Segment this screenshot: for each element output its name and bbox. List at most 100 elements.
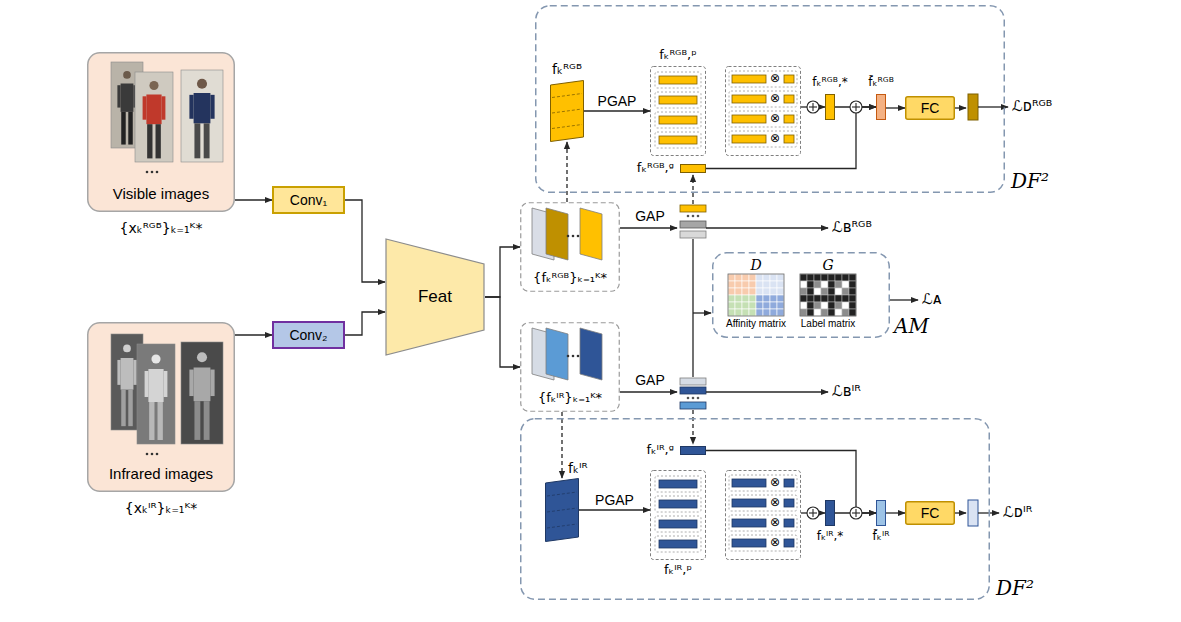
output-vector [968, 500, 978, 526]
matrix-cell [749, 281, 756, 288]
conv-box [273, 187, 344, 213]
person-leg [194, 123, 200, 158]
region-frame [521, 419, 990, 600]
label-matrix: GLabel matrix [800, 274, 856, 316]
pooled-vector [680, 221, 706, 228]
sum-stroke [812, 103, 813, 111]
person-torso [194, 368, 211, 402]
ellipsis-dot [146, 171, 149, 174]
part-bar [732, 519, 766, 527]
vector-bar [877, 95, 886, 120]
matrix-cell [821, 302, 828, 309]
node-label: Affinity matrix [726, 318, 786, 330]
matrix-cell [800, 302, 807, 309]
matrix-cell [807, 274, 814, 281]
stack-frame [521, 203, 620, 292]
feature-card [580, 208, 602, 260]
part-outline [655, 112, 701, 128]
global-vector: fₖᴿᴳᴮ,ᵍ [680, 164, 706, 173]
weight-square [784, 539, 794, 547]
connector-arrow [345, 312, 385, 335]
matrix-cell [849, 288, 856, 295]
node-label: D [750, 257, 761, 273]
matrix-cell [800, 281, 807, 288]
matrix-cell [849, 295, 856, 302]
part-bar [659, 136, 697, 144]
matrix-cell [749, 302, 756, 309]
feature-map-shape [551, 81, 584, 142]
ellipsis-dot [577, 355, 580, 358]
matrix-cell [807, 309, 814, 316]
matrix-cell [777, 288, 784, 295]
node-shape [725, 470, 801, 560]
affinity-module: AMDAffinity matrixGLabel matrix [712, 252, 890, 338]
node-label: f̃ₖᴵᴿ [873, 530, 890, 544]
ellipsis-dot [151, 453, 154, 456]
node-label: fₖᴵᴿ [568, 460, 588, 476]
image-group: Visible images{xₖᴿᴳᴮ}ₖ₌₁ᴷ* [87, 52, 235, 212]
ellipsis-dot [151, 171, 154, 174]
matrix-cell [777, 281, 784, 288]
matrix-cell [749, 295, 756, 302]
matrix-cell [763, 295, 770, 302]
matrix-cell [735, 288, 742, 295]
matrix-cell [814, 309, 821, 316]
part-divider [552, 109, 582, 113]
matrix-cell [728, 309, 735, 316]
matrix-cell [735, 309, 742, 316]
fc-layer: FC [905, 501, 955, 525]
matrix-cell [742, 295, 749, 302]
part-bar [732, 479, 766, 487]
part-bar [659, 500, 697, 508]
part-features: fₖᴿᴳᴮ,ᵖ [650, 66, 706, 156]
part-outline [655, 496, 701, 512]
person-leg [156, 124, 161, 158]
matrix-cell [814, 295, 821, 302]
person-torso [121, 84, 134, 112]
matrix-cell [828, 288, 835, 295]
matrix-cell [835, 288, 842, 295]
node-label: ⊗ [770, 132, 780, 146]
matrix-cell [821, 274, 828, 281]
matrix-cell [735, 302, 742, 309]
person-leg [121, 390, 125, 426]
node-label: FC [921, 505, 940, 521]
matrix-cell [814, 274, 821, 281]
part-bar [659, 96, 697, 104]
part-divider [547, 508, 577, 512]
region-frame [713, 253, 890, 338]
matrix-cell [828, 309, 835, 316]
pooled-vector [680, 205, 706, 212]
part-bar [732, 115, 766, 123]
part-features: fₖᴵᴿ,ᵖ [650, 470, 706, 560]
fc-layer: FC [905, 96, 955, 120]
feature-map-shape [546, 479, 579, 542]
person-torso [121, 358, 134, 390]
matrix-cell [770, 274, 777, 281]
person-photo [181, 342, 223, 444]
person-leg [149, 402, 154, 440]
matrix-cell [763, 309, 770, 316]
matrix-cell [728, 288, 735, 295]
node-shape [545, 478, 579, 542]
weight-square [784, 499, 794, 507]
matrix-cell [821, 295, 828, 302]
matrix-cell [842, 302, 849, 309]
weighting-group: ⊗⊗⊗⊗ [725, 66, 801, 156]
ellipsis-dot [692, 215, 695, 218]
part-bar [732, 135, 766, 143]
matrix-cell [770, 302, 777, 309]
ellipsis-dot [567, 355, 570, 358]
conv-block: Conv₁ [272, 186, 345, 214]
matrix-cell [835, 274, 842, 281]
node-label: Visible images [113, 185, 209, 202]
matrix-cell [749, 309, 756, 316]
person-leg [128, 112, 132, 145]
matrix-cell [800, 295, 807, 302]
matrix-cell [777, 274, 784, 281]
matrix-cell [728, 295, 735, 302]
matrix-cell [756, 274, 763, 281]
weight-outline [729, 515, 797, 531]
photo-frame [181, 70, 223, 162]
matrix-cell [728, 281, 735, 288]
